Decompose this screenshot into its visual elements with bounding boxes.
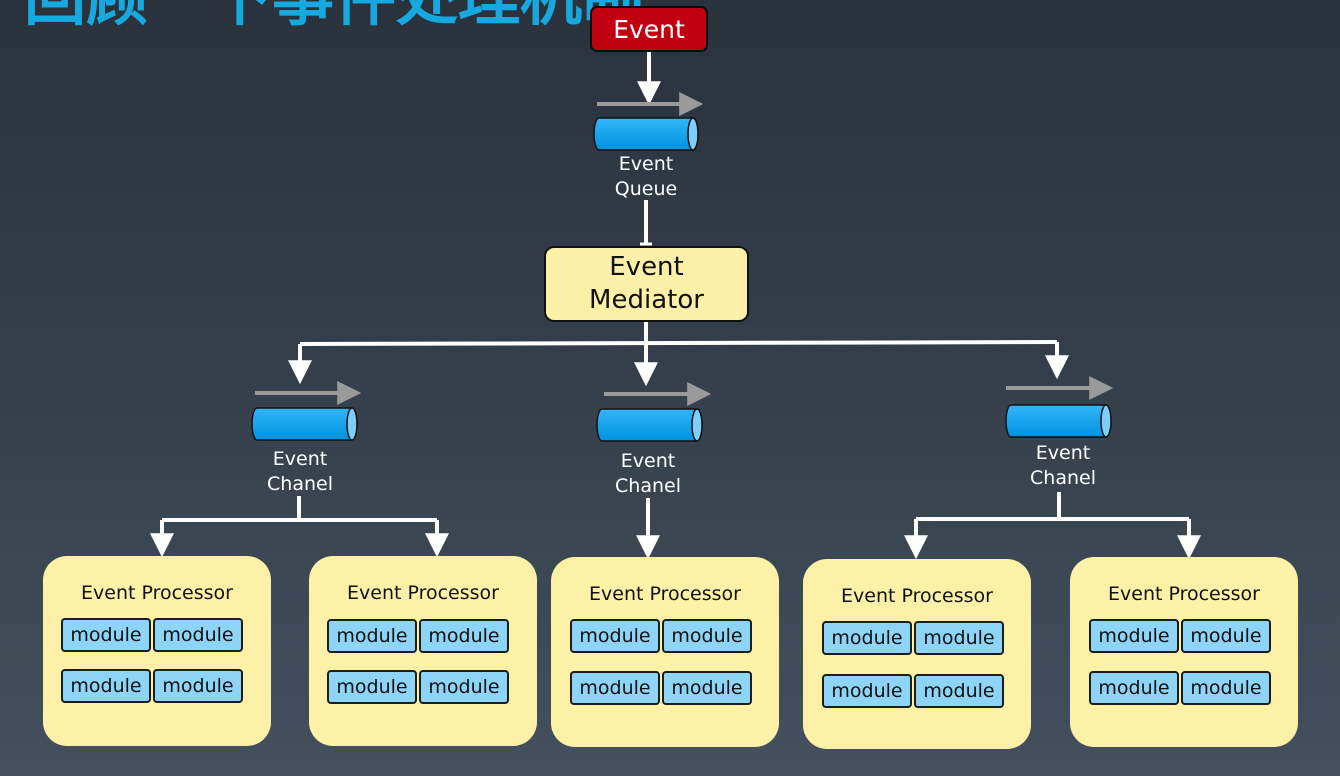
- processor-title: Event Processor: [841, 585, 993, 607]
- module-chip: module: [153, 669, 243, 703]
- channel-2-caption-line2: Chanel: [615, 475, 681, 497]
- module-chip: module: [822, 674, 912, 708]
- module-chip: module: [327, 619, 417, 653]
- mediator-line1: Event: [609, 252, 684, 282]
- channel-1-caption-line2: Chanel: [267, 473, 333, 495]
- event-queue-caption-line1: Event: [618, 153, 674, 175]
- channel-3-cylinder: [1005, 404, 1112, 438]
- module-chip: module: [914, 674, 1004, 708]
- module-chip: module: [570, 671, 660, 705]
- processor-title: Event Processor: [1108, 583, 1260, 605]
- slide-title: 回顾一下事件处理机制: [24, 0, 644, 38]
- module-chip: module: [662, 619, 752, 653]
- processor-title: Event Processor: [589, 583, 741, 605]
- module-chip: module: [327, 670, 417, 704]
- module-chip: module: [153, 618, 243, 652]
- module-chip: module: [570, 619, 660, 653]
- channel-3-caption: Event Chanel: [1003, 441, 1123, 491]
- channel-3-caption-line2: Chanel: [1030, 467, 1096, 489]
- module-chip: module: [61, 669, 151, 703]
- event-node: Event: [590, 6, 708, 52]
- processor-title: Event Processor: [347, 582, 499, 604]
- channel-1-cylinder: [251, 407, 358, 441]
- module-chip: module: [1181, 671, 1271, 705]
- module-chip: module: [1181, 619, 1271, 653]
- processor-title: Event Processor: [81, 582, 233, 604]
- module-chip: module: [1089, 671, 1179, 705]
- event-processor-3: Event Processor module module module mod…: [551, 557, 779, 747]
- channel-1-caption-line1: Event: [272, 448, 328, 470]
- mediator-line2: Mediator: [589, 285, 704, 315]
- event-processor-5: Event Processor module module module mod…: [1070, 557, 1298, 747]
- event-mediator-node: Event Mediator: [544, 246, 749, 322]
- event-processor-1: Event Processor module module module mod…: [43, 556, 271, 746]
- channel-1-caption: Event Chanel: [240, 447, 360, 497]
- event-processor-4: Event Processor module module module mod…: [803, 559, 1031, 749]
- event-queue-caption-line2: Queue: [614, 178, 678, 200]
- event-label: Event: [613, 14, 685, 44]
- event-queue-caption: Event Queue: [586, 152, 706, 202]
- module-chip: module: [419, 670, 509, 704]
- channel-2-cylinder: [596, 408, 703, 442]
- module-chip: module: [61, 618, 151, 652]
- module-chip: module: [822, 621, 912, 655]
- event-processor-2: Event Processor module module module mod…: [309, 556, 537, 746]
- channel-2-caption: Event Chanel: [588, 449, 708, 499]
- channel-3-caption-line1: Event: [1035, 442, 1091, 464]
- channel-2-caption-line1: Event: [620, 450, 676, 472]
- mediator-bus: [299, 340, 1058, 346]
- module-chip: module: [914, 621, 1004, 655]
- event-queue-cylinder: [593, 117, 699, 151]
- module-chip: module: [1089, 619, 1179, 653]
- module-chip: module: [419, 619, 509, 653]
- module-chip: module: [662, 671, 752, 705]
